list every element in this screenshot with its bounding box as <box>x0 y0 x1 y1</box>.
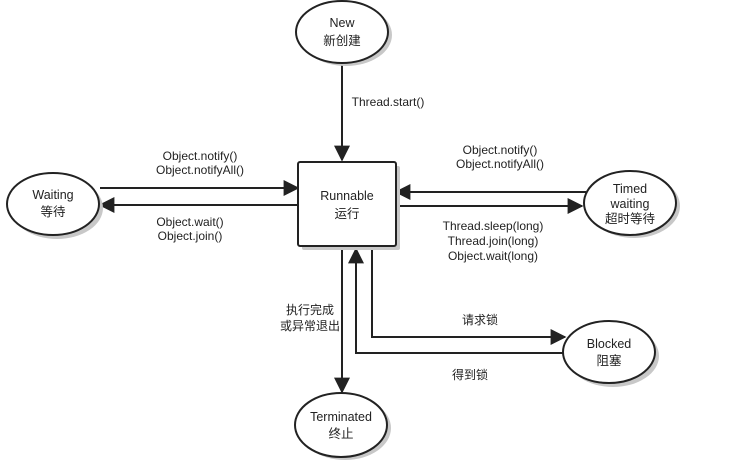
edge-label-timed-notifyall: Object.notifyAll() <box>456 157 544 171</box>
node-new-sublabel: 新创建 <box>323 33 361 48</box>
node-terminated-sublabel: 终止 <box>328 426 353 441</box>
edge-label-acquire-lock: 得到锁 <box>452 367 488 382</box>
node-new: New 新创建 <box>295 0 392 66</box>
node-timed-waiting: Timed waiting 超时等待 <box>583 170 680 238</box>
node-terminated: Terminated 终止 <box>294 392 391 460</box>
edge-blocked-to-runnable <box>348 247 565 354</box>
edge-label-request-lock: 请求锁 <box>462 312 498 327</box>
edge-label-waiting-notifyall: Object.notifyAll() <box>156 163 244 177</box>
node-new-label: New <box>329 16 355 30</box>
node-timed-waiting-sublabel: 超时等待 <box>605 211 656 226</box>
node-runnable: Runnable 运行 <box>297 161 400 250</box>
edge-label-thread-sleep: Thread.sleep(long) <box>443 219 544 233</box>
edge-label-object-wait-long: Object.wait(long) <box>448 249 538 263</box>
edge-label-thread-start: Thread.start() <box>352 95 425 109</box>
edge-label-terminate-1: 执行完成 <box>286 302 334 317</box>
edge-label-object-wait: Object.wait() <box>156 215 223 229</box>
node-waiting-sublabel: 等待 <box>40 204 66 219</box>
node-terminated-label: Terminated <box>310 410 372 424</box>
edge-label-waiting-notify: Object.notify() <box>163 149 238 163</box>
node-timed-waiting-label-2: waiting <box>610 197 650 211</box>
edge-runnable-to-blocked <box>371 247 567 345</box>
node-blocked: Blocked 阻塞 <box>562 320 659 387</box>
node-runnable-sublabel: 运行 <box>334 207 359 221</box>
edge-label-thread-join: Thread.join(long) <box>448 234 539 248</box>
node-runnable-label: Runnable <box>320 189 374 203</box>
node-blocked-sublabel: 阻塞 <box>596 353 622 368</box>
edge-label-timed-notify: Object.notify() <box>463 143 538 157</box>
node-timed-waiting-label: Timed <box>613 182 647 196</box>
node-blocked-label: Blocked <box>587 337 632 351</box>
node-waiting: Waiting 等待 <box>6 172 103 239</box>
node-waiting-label: Waiting <box>32 188 73 202</box>
edge-label-object-join: Object.join() <box>158 229 223 243</box>
edge-label-terminate-2: 或异常退出 <box>280 319 340 333</box>
